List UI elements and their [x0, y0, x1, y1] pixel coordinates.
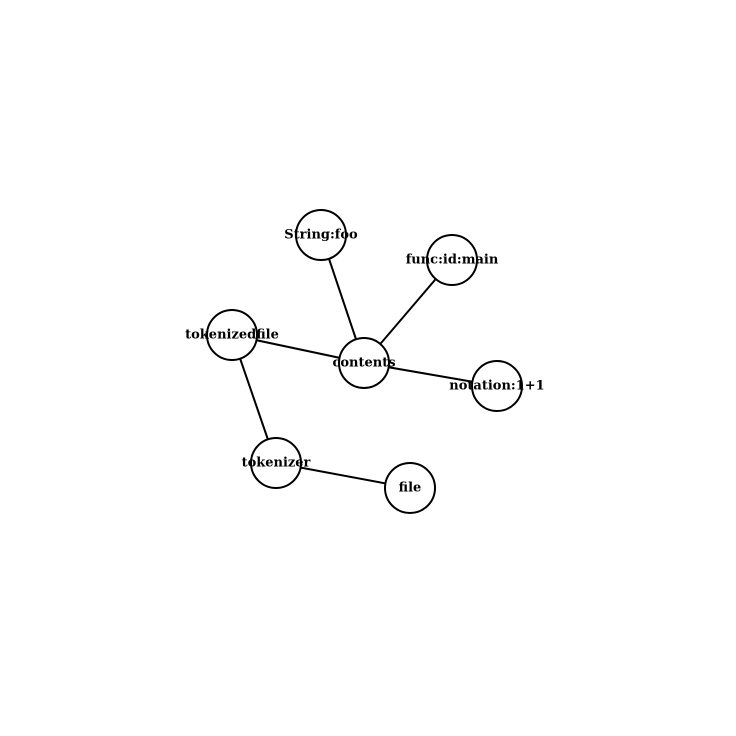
node-label-string_foo: String:foo — [284, 228, 358, 243]
nodes-layer: String:foo func:id:main tokenizedfile conte… — [185, 209, 545, 514]
node-circle-tokenizedfile — [206, 309, 258, 361]
node-notation: notation:1+1 — [449, 360, 545, 412]
node-circle-string_foo — [295, 209, 347, 261]
node-circle-contents — [338, 337, 390, 389]
node-circle-notation — [471, 360, 523, 412]
node-label-tokenizer: tokenizer — [242, 456, 311, 471]
node-circle-file — [384, 462, 436, 514]
node-label-notation: notation:1+1 — [449, 379, 544, 394]
node-file: file — [384, 462, 436, 514]
node-tokenizer: tokenizer — [242, 437, 311, 489]
node-contents: contents — [332, 337, 396, 389]
node-label-contents: contents — [332, 356, 395, 371]
node-circle-tokenizer — [250, 437, 302, 489]
node-label-tokenizedfile: tokenizedfile — [185, 328, 279, 343]
node-string_foo: String:foo — [284, 209, 358, 261]
node-label-func_main: func:id:main — [406, 253, 499, 268]
node-circle-func_main — [426, 234, 478, 286]
node-tokenizedfile: tokenizedfile — [185, 309, 279, 361]
node-label-file: file — [399, 481, 422, 496]
node-func_main: func:id:main — [406, 234, 499, 286]
